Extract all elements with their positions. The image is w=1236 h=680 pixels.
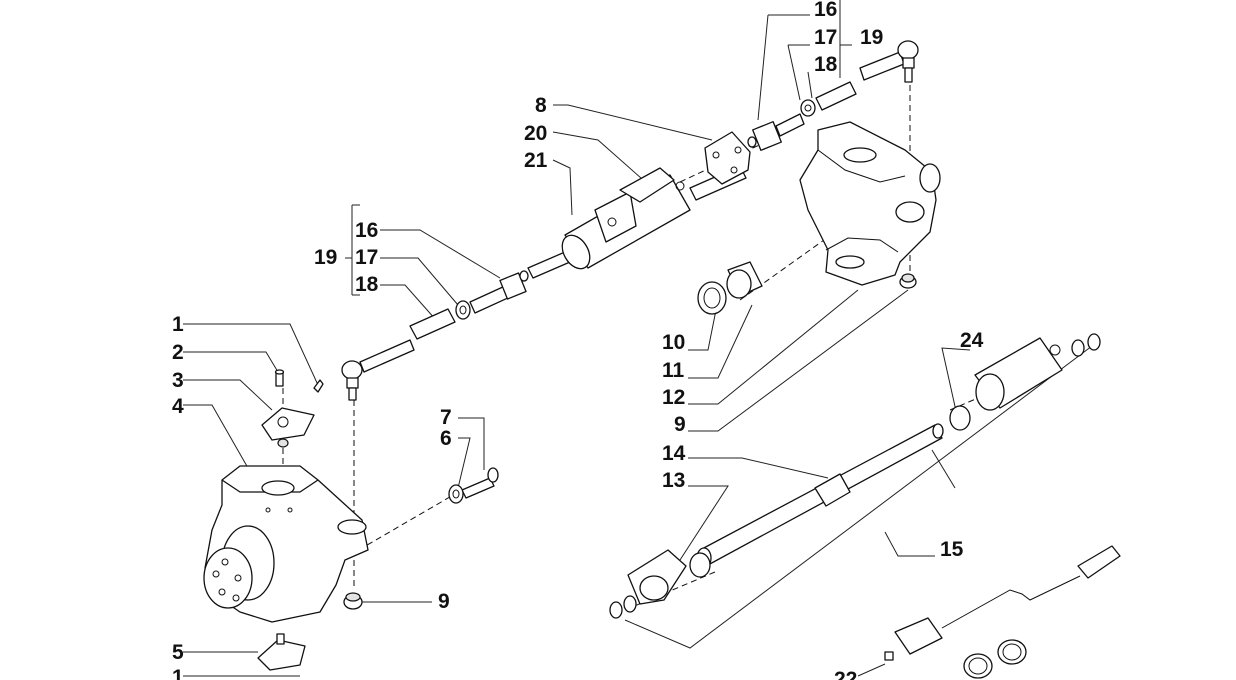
callout-3: 3 (172, 369, 184, 392)
plug-9-right (899, 273, 917, 289)
lock-nut-right (800, 99, 816, 117)
callout-4: 4 (172, 395, 184, 418)
washer-6 (448, 484, 464, 504)
callout-22: 22 (834, 668, 857, 680)
leader-lines (183, 0, 1101, 677)
callout-9a: 9 (438, 590, 450, 613)
grease-nipple-1 (313, 379, 324, 393)
tie-rod-threaded-left (469, 270, 529, 314)
callout-1a: 1 (172, 313, 184, 336)
callout-12: 12 (662, 386, 685, 409)
callout-15: 15 (940, 538, 964, 561)
plug-9-left (343, 592, 363, 610)
callout-21: 21 (524, 149, 548, 172)
callout-19b: 19 (860, 26, 883, 49)
callout-16a: 16 (355, 219, 378, 242)
king-pin-plate-lower (257, 633, 306, 671)
callout-6: 6 (440, 427, 452, 450)
callout-17a: 17 (355, 246, 378, 269)
callout-16b: 16 (814, 0, 837, 21)
steering-knuckle-icon (203, 465, 369, 623)
tie-rod-end-right (859, 40, 919, 83)
tie-rod-tube-right (815, 81, 857, 111)
king-pin-plate-upper (261, 407, 315, 448)
universal-joint-13 (627, 549, 711, 605)
lock-nut-left (455, 300, 471, 320)
tie-rod-threaded-right (747, 113, 805, 151)
bushing-11 (726, 261, 763, 299)
callout-7: 7 (440, 406, 452, 429)
callout-20: 20 (524, 122, 547, 145)
sensor-icon (884, 545, 1121, 661)
callout-8: 8 (535, 94, 547, 117)
hydraulic-cylinder-icon (527, 131, 751, 279)
rings-left (609, 595, 637, 619)
callout-18b: 18 (814, 53, 838, 76)
callout-14: 14 (662, 442, 686, 465)
callout-2: 2 (172, 341, 184, 364)
callout-13: 13 (662, 469, 685, 492)
tie-rod-tube-left (409, 308, 456, 340)
callout-1b: 1 (172, 666, 184, 680)
callout-11: 11 (662, 359, 685, 382)
universal-joint-upper (974, 337, 1063, 411)
bushing-10 (697, 281, 727, 315)
ring-24 (949, 405, 971, 431)
bolt-7 (461, 467, 499, 499)
callout-labels: 1 2 3 4 5 1 16 19 17 18 7 6 9 8 20 21 16… (172, 0, 984, 680)
callout-18a: 18 (355, 273, 379, 296)
steering-knuckle-icon-right (799, 121, 941, 286)
callout-19a: 19 (314, 246, 337, 269)
callout-10: 10 (662, 331, 685, 354)
callout-24: 24 (960, 329, 984, 352)
tie-rod-end-left (341, 339, 415, 401)
callout-17b: 17 (814, 26, 837, 49)
rings-right (1071, 333, 1101, 357)
callout-5: 5 (172, 641, 184, 664)
hose-clamp-icon (963, 639, 1027, 679)
screw-2 (274, 369, 285, 387)
callout-9b: 9 (674, 413, 686, 436)
drive-shaft-icon (696, 423, 944, 569)
